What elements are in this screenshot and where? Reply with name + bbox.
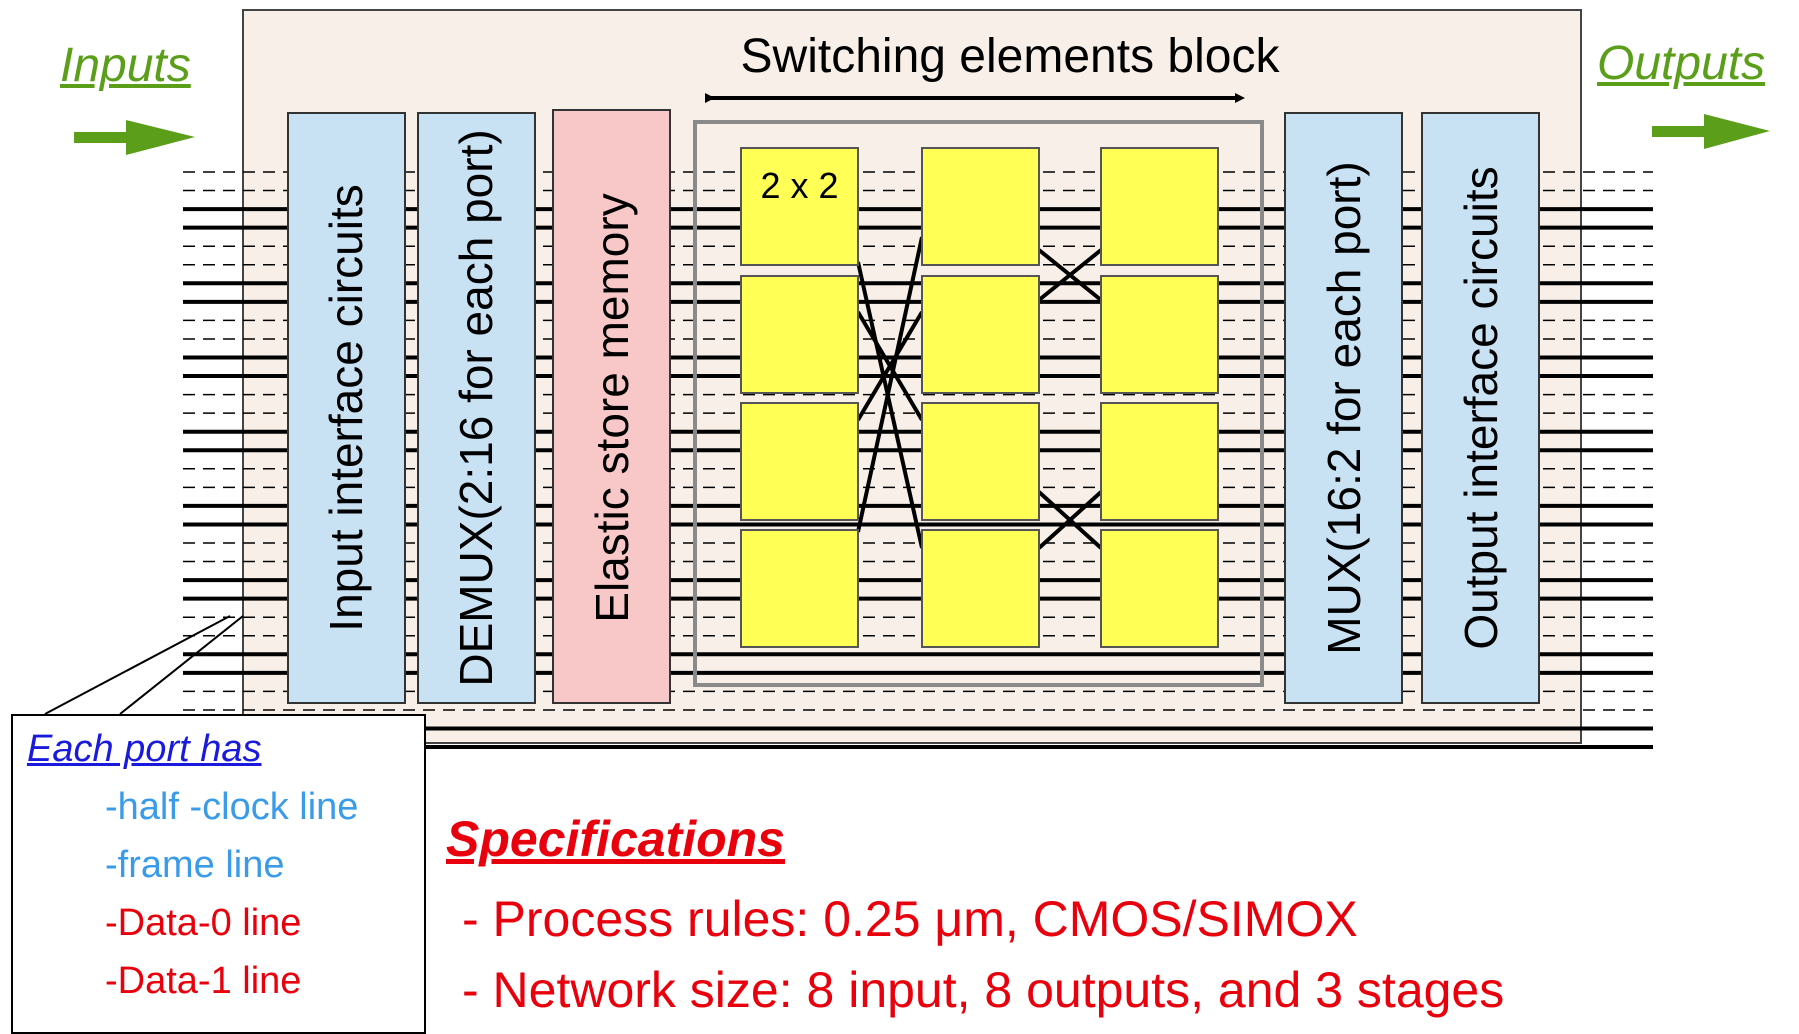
port-info-box: Each port has -half -clock line -frame l… (11, 714, 426, 1034)
outputs-arrow-icon (1652, 114, 1770, 149)
switch-size-label: 2 x 2 (760, 165, 838, 206)
switch-element (1100, 275, 1219, 394)
block-label-elastic-store: Elastic store memory (586, 193, 638, 622)
callout-line-1 (44, 615, 231, 715)
outputs-label: Outputs (1597, 37, 1766, 90)
inputs-arrow-icon (74, 120, 195, 155)
switch-element (740, 147, 859, 266)
elastic-store-block: Elastic store memory (552, 109, 671, 704)
mux-block: MUX(16:2 for each port) (1284, 112, 1403, 704)
port-box-title: Each port has (27, 728, 262, 770)
switch-element (921, 402, 1040, 521)
inputs-label: Inputs (60, 39, 191, 92)
output-interface-block: Output interface circuits (1421, 112, 1540, 704)
switch-element (921, 147, 1040, 266)
block-label-mux: MUX(16:2 for each port) (1318, 161, 1370, 654)
interconnect-line (856, 236, 924, 533)
switch-element (921, 275, 1040, 394)
switch-element (740, 402, 859, 521)
switch-element (921, 529, 1040, 648)
block-label-demux: DEMUX(2:16 for each port) (450, 129, 502, 686)
switch-grid: 2 x 2 (740, 147, 1219, 648)
port-item-frame: -frame line (105, 844, 285, 886)
switch-element (740, 529, 859, 648)
spec-item-network-size: - Network size: 8 input, 8 outputs, and … (462, 962, 1505, 1018)
demux-block: DEMUX(2:16 for each port) (417, 112, 536, 704)
switch-element (1100, 147, 1219, 266)
switching-elements-frame (693, 120, 1264, 687)
switch-element (1100, 529, 1219, 648)
interconnect-line (1037, 248, 1103, 302)
switch-interconnects (856, 236, 1103, 550)
switching-block-title: Switching elements block (741, 30, 1281, 83)
switch-element (740, 275, 859, 394)
callout-line-2 (119, 615, 244, 715)
spec-item-process-rules: - Process rules: 0.25 μm, CMOS/SIMOX (462, 891, 1358, 947)
port-item-data0: -Data-0 line (105, 902, 302, 944)
interconnect-line (856, 261, 924, 549)
interconnect-line (1037, 490, 1103, 550)
block-label-input-interface: Input interface circuits (320, 184, 372, 631)
port-item-half-clock: -half -clock line (105, 786, 359, 828)
interconnect-line (856, 310, 924, 422)
specifications-title: Specifications (446, 811, 785, 867)
block-label-output-interface: Output interface circuits (1455, 166, 1507, 649)
port-item-data1: -Data-1 line (105, 960, 302, 1002)
input-interface-block: Input interface circuits (287, 112, 406, 704)
switch-element (1100, 402, 1219, 521)
